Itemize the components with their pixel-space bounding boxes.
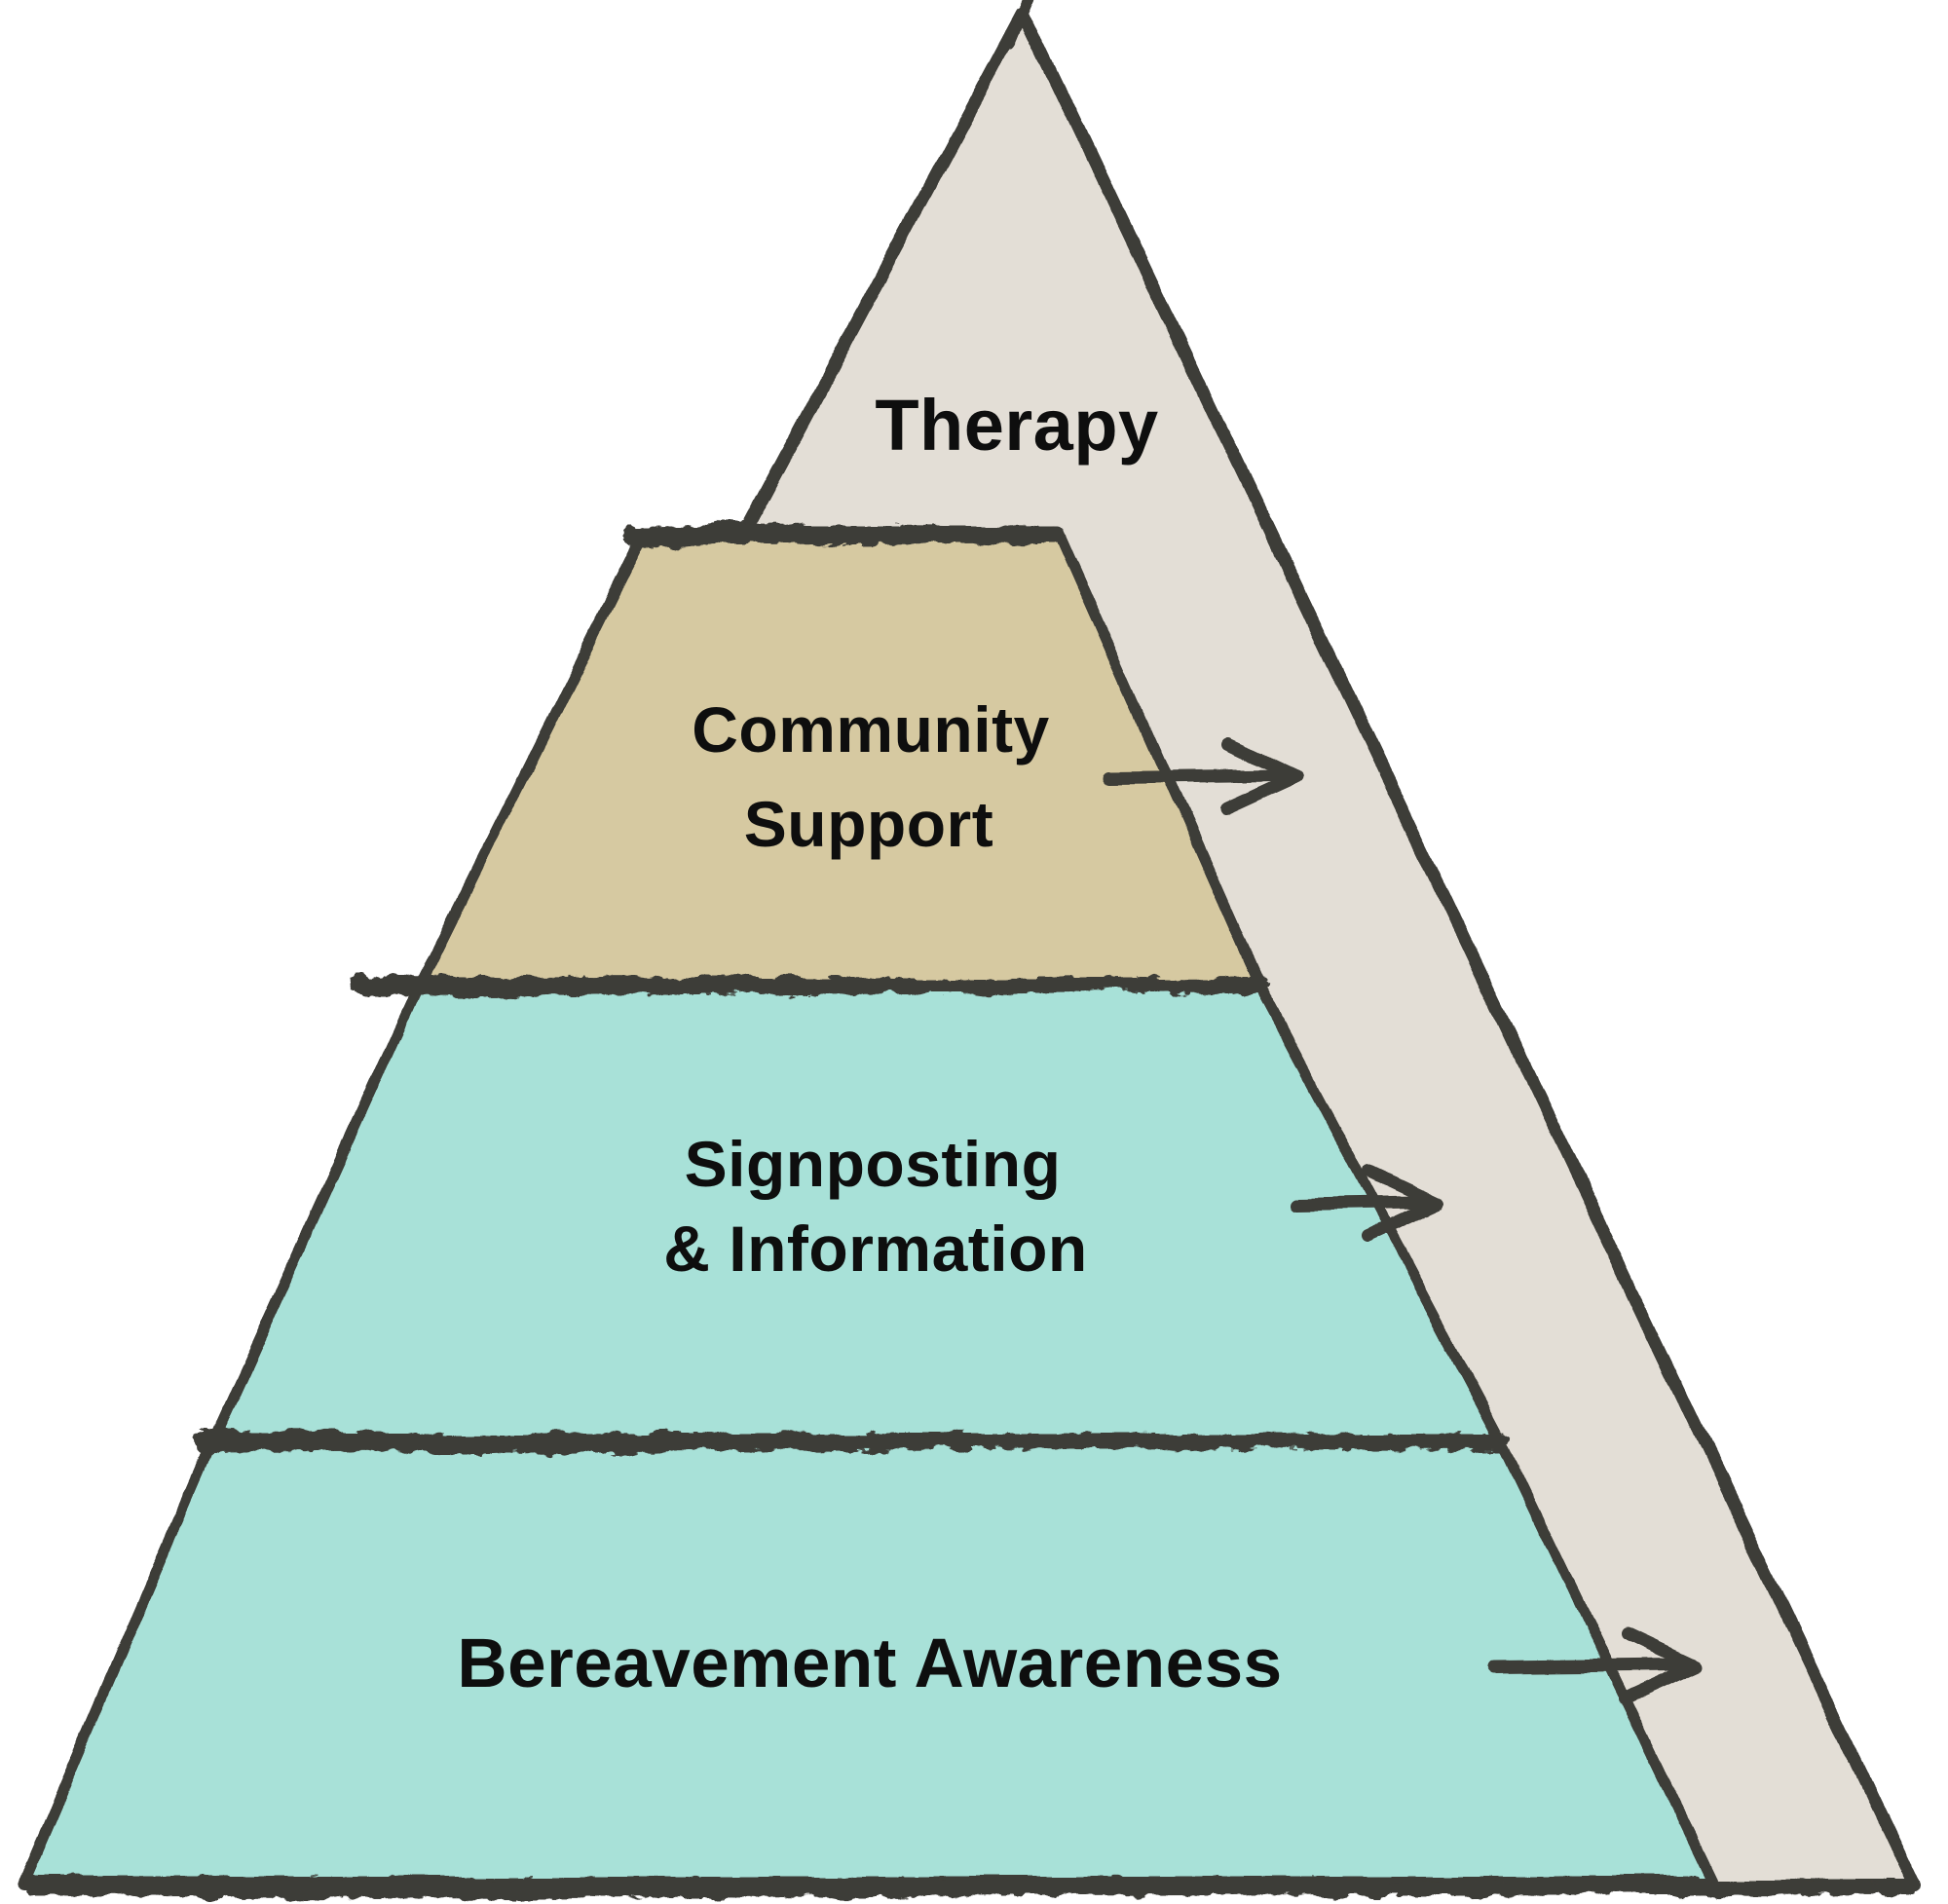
level-label-signposting-line2: & Information [663,1213,1087,1285]
arrow-shaft [1290,1196,1427,1212]
apex-stroke-nub [1005,0,1035,49]
arrow-head [1359,1165,1444,1244]
arrow-community-support [1104,737,1304,816]
arrow-signposting-information [1290,1165,1444,1244]
level-labels: Therapy Community Support Signposting & … [457,385,1282,1702]
arrow-head [1618,1627,1704,1706]
divider-line-community-top-2 [625,529,1060,546]
pyramid-shapes [17,0,1922,1899]
arrow-shaft [1104,768,1287,784]
divider-line-signposting-top-2 [355,977,1262,996]
arrow-bereavement-awareness [1486,1627,1704,1706]
arrows [1104,737,1704,1706]
level-label-community-line1: Community [692,693,1050,765]
bottom-edge-line-2 [25,1879,1712,1899]
divider-line-bereavement-top-2 [196,1433,1504,1453]
level-label-bereavement: Bereavement Awareness [457,1625,1282,1702]
level-label-community-line2: Support [744,788,993,860]
arrow-head [1218,737,1304,816]
arrow-shaft [1486,1659,1686,1674]
boundary-lines [21,525,1915,1899]
level-label-signposting-line1: Signposting [685,1128,1062,1200]
level-label-therapy: Therapy [875,385,1158,466]
